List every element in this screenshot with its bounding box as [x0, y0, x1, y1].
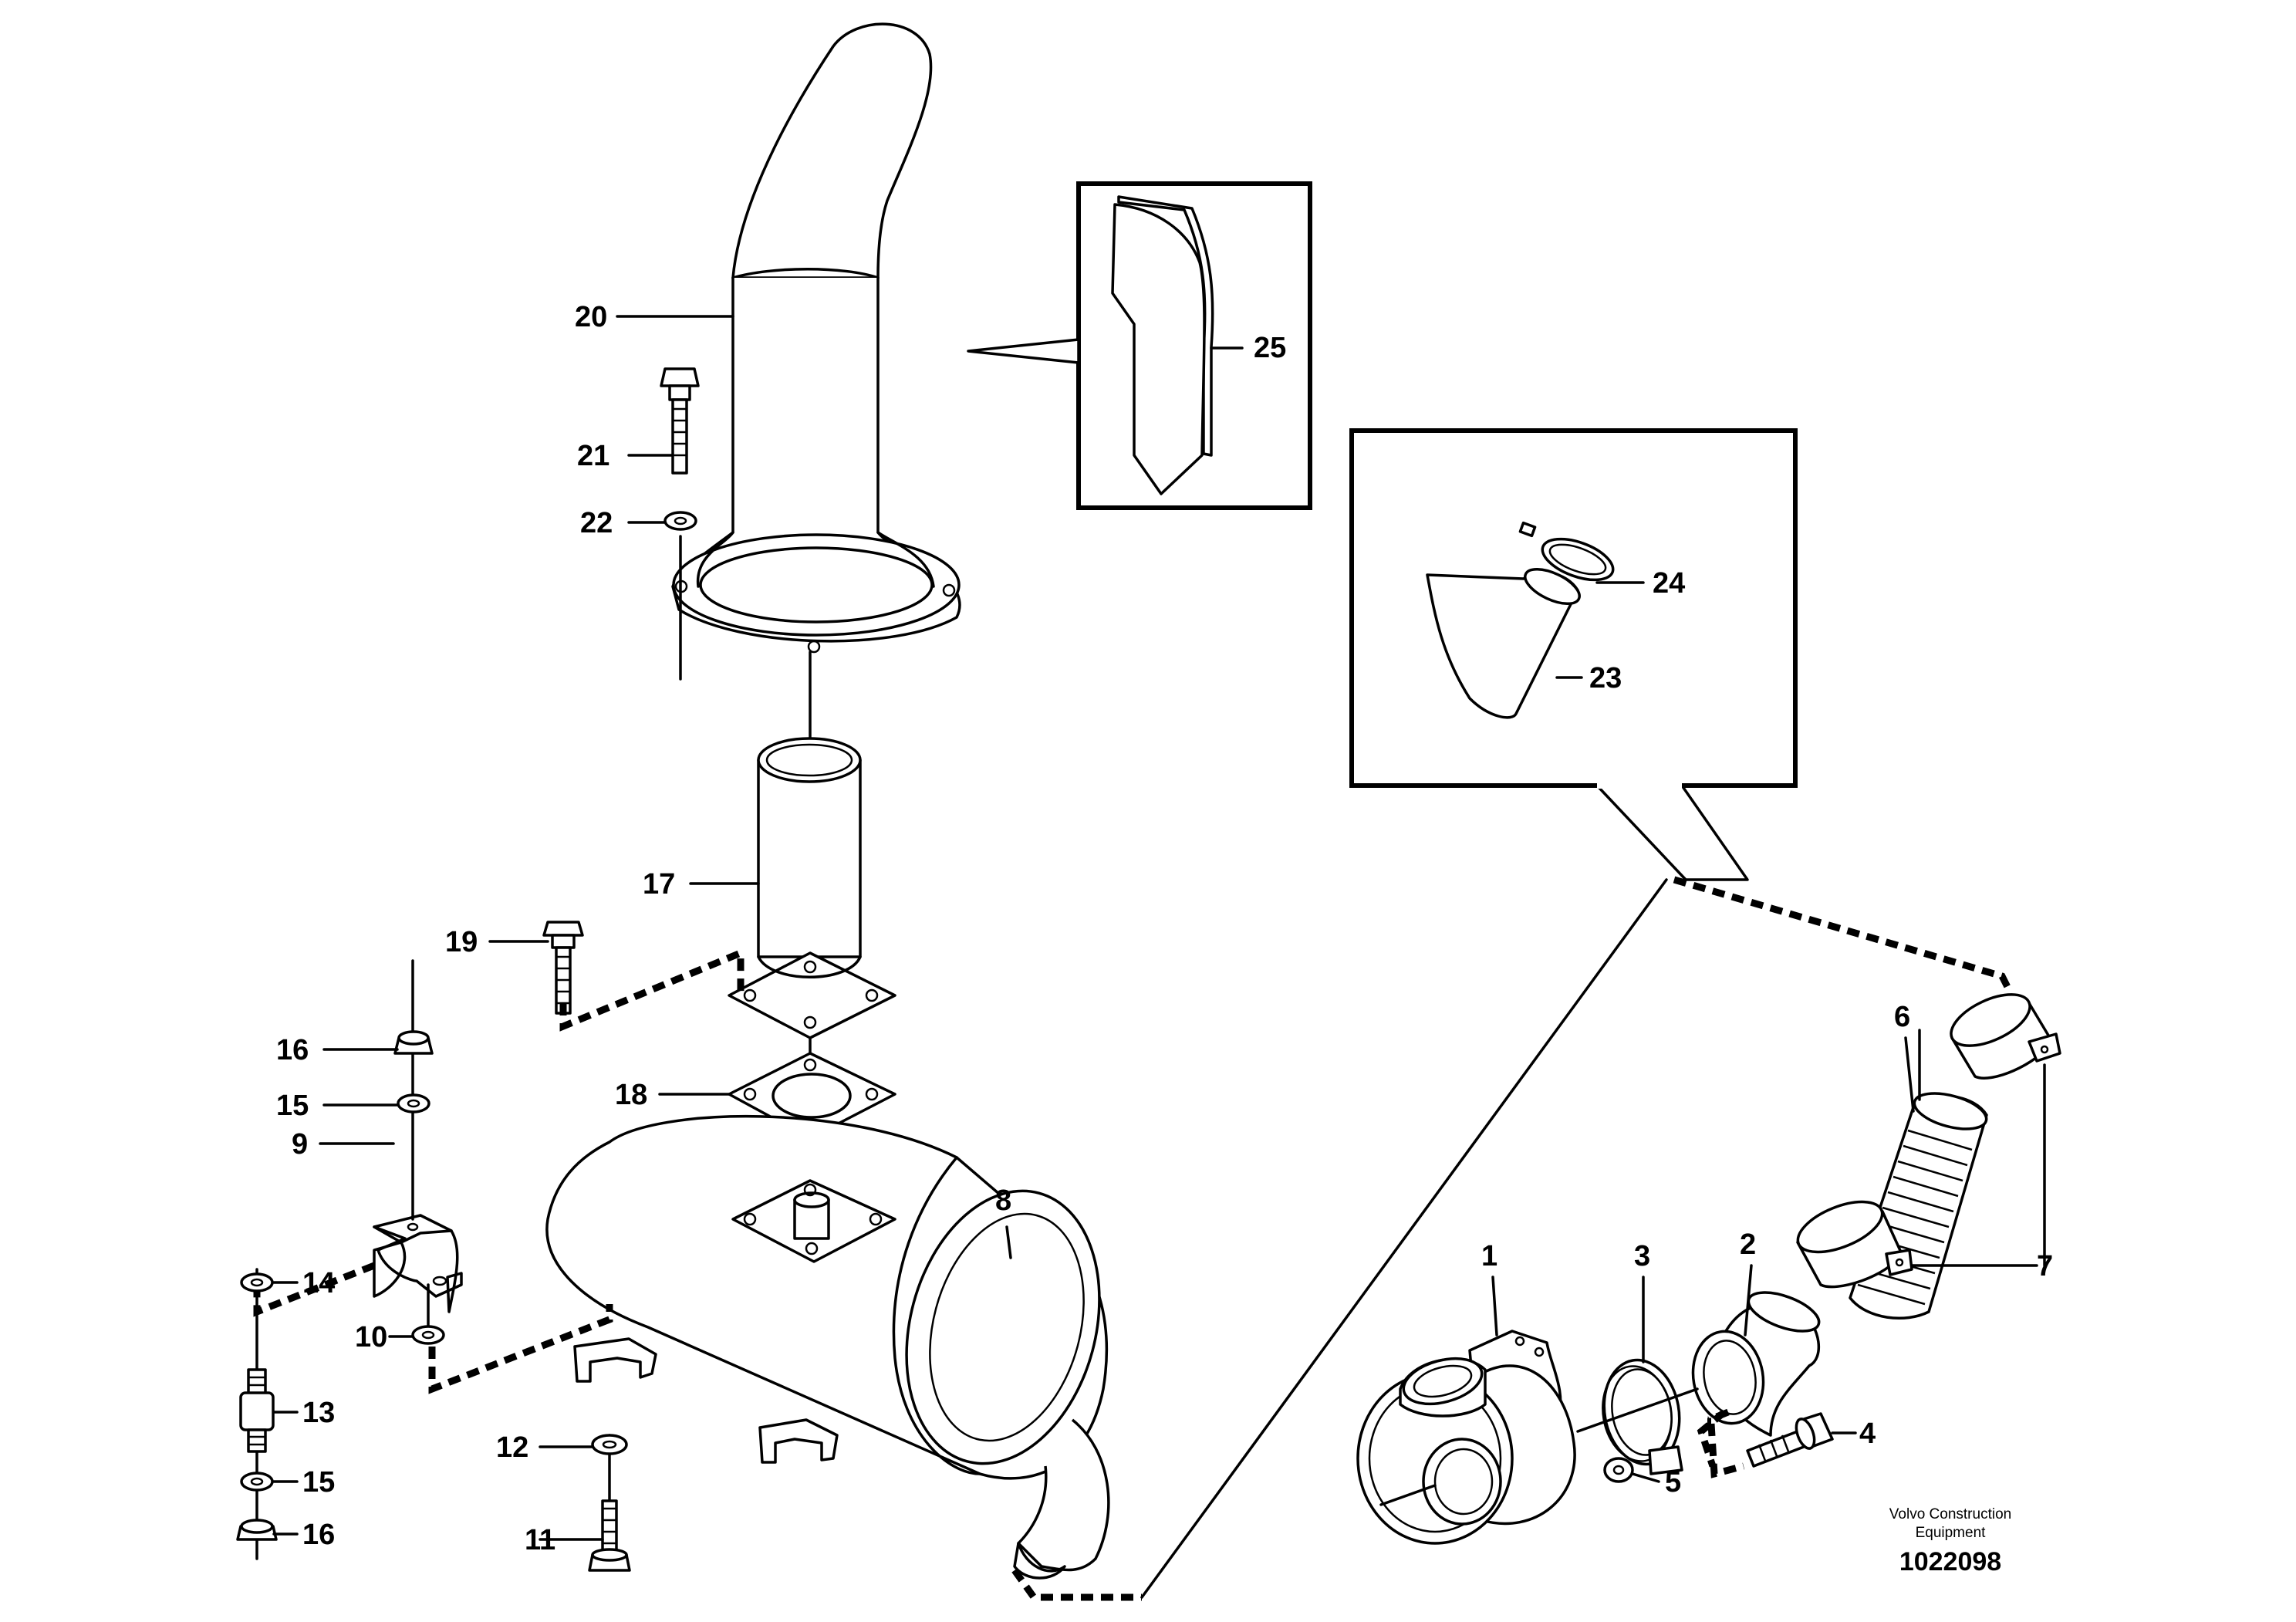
label-18: 18	[615, 1079, 647, 1111]
nut-16-bottom	[236, 1519, 278, 1541]
bolt-21	[660, 367, 700, 475]
label-6: 6	[1894, 1001, 1910, 1033]
bolt-19	[542, 921, 584, 1015]
label-2: 2	[1740, 1228, 1756, 1261]
label-1: 1	[1481, 1240, 1497, 1272]
nut-16-top	[393, 1030, 434, 1055]
label-9: 9	[292, 1128, 308, 1161]
exhaust-pipe	[671, 22, 961, 654]
washer-14	[240, 1272, 274, 1293]
washer-5	[1603, 1457, 1634, 1483]
bracket-9	[373, 1214, 463, 1313]
label-4: 4	[1859, 1418, 1876, 1450]
clamp-7-bottom	[1796, 1200, 1913, 1289]
label-16-bottom: 16	[302, 1519, 335, 1551]
washer-15-top	[397, 1093, 430, 1113]
tube-17	[728, 737, 896, 1039]
leader-lines	[272, 315, 1915, 1541]
label-25: 25	[1254, 332, 1286, 364]
bolt-4	[1746, 1412, 1834, 1468]
elbow-2	[1691, 1291, 1821, 1437]
label-15-top: 15	[276, 1090, 309, 1122]
washer-10	[411, 1325, 445, 1345]
inset-23-24	[1349, 428, 1798, 881]
label-5: 5	[1665, 1466, 1681, 1499]
rubber-mount-13	[239, 1368, 275, 1453]
label-24: 24	[1653, 567, 1685, 600]
label-17: 17	[643, 868, 675, 901]
label-16-top: 16	[276, 1034, 309, 1066]
washer-15-bottom	[240, 1472, 274, 1492]
label-22: 22	[580, 507, 613, 539]
credit-line-1: Volvo Construction	[1889, 1506, 2011, 1522]
inset-25	[967, 181, 1312, 510]
part-labels: 20 21 22 25 24 23 17 19 18 8 16 15 9 10 …	[276, 301, 2053, 1556]
bolt-11	[588, 1499, 631, 1572]
label-10: 10	[355, 1321, 387, 1353]
credit-block: Volvo Construction Equipment 1022098	[1889, 1506, 2011, 1576]
label-13: 13	[302, 1397, 335, 1429]
label-12: 12	[496, 1431, 528, 1464]
washer-22	[663, 511, 697, 531]
label-21: 21	[577, 440, 609, 472]
label-20: 20	[575, 301, 607, 333]
drawing-number: 1022098	[1899, 1547, 2001, 1576]
label-8: 8	[995, 1184, 1011, 1217]
label-11: 11	[525, 1524, 555, 1556]
label-14: 14	[302, 1267, 335, 1299]
turbocharger-1	[1356, 1330, 1576, 1545]
washer-12	[591, 1434, 628, 1455]
label-19: 19	[445, 926, 478, 958]
label-23: 23	[1589, 662, 1622, 694]
clamp-7-top	[1950, 993, 2061, 1080]
credit-line-2: Equipment	[1916, 1525, 1987, 1541]
muffler-8	[545, 1114, 1110, 1580]
label-15-bottom: 15	[302, 1466, 335, 1499]
label-7: 7	[2037, 1250, 2053, 1282]
clamp-3	[1602, 1358, 1683, 1475]
label-3: 3	[1634, 1240, 1650, 1272]
